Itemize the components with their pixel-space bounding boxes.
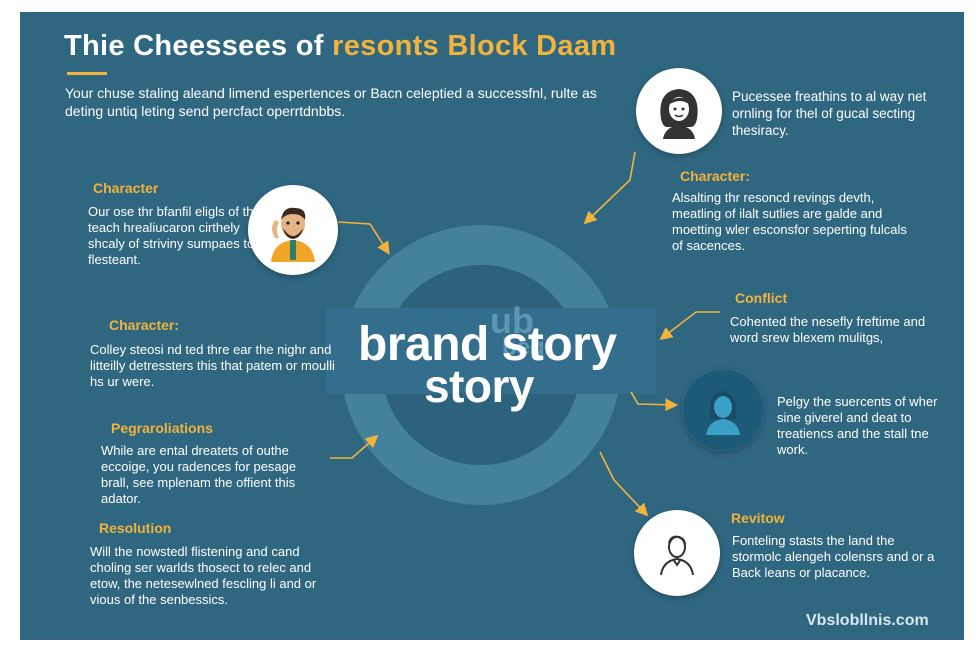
arrow-conflict xyxy=(659,311,720,340)
woman-silhouette-icon xyxy=(706,391,740,435)
avatar-circle-mid xyxy=(682,369,764,451)
left-label-1: Character xyxy=(93,180,159,196)
avatar-circle-top xyxy=(636,68,722,154)
center-ghost-text: ub xyxy=(490,300,534,341)
right-text-3: Cohented the nesefly freftime and word s… xyxy=(730,314,926,345)
right-label-5: Revitow xyxy=(731,510,785,526)
left-text-1: Our ose thr bfanfil eligls of the teach … xyxy=(88,204,261,267)
arrow-revitow xyxy=(599,451,649,517)
intro-text: Your chuse staling aleand limend esperte… xyxy=(65,85,597,119)
arrow-silhouette xyxy=(630,391,679,412)
woman-avatar-icon xyxy=(660,89,698,139)
arrow-character-1 xyxy=(337,221,390,255)
left-label-3: Pegraroliations xyxy=(111,420,213,436)
left-label-4: Resolution xyxy=(99,520,172,536)
page-title: Thie Cheessees of resonts Block Daam xyxy=(64,30,616,63)
left-label-2: Character: xyxy=(109,317,180,333)
left-text-3: While are ental dreatets of outhe eccoig… xyxy=(101,443,297,506)
avatar-circle-mid-fill xyxy=(682,369,764,451)
right-text-4: Pelgy the suercents of wher sine giverel… xyxy=(777,394,938,457)
left-text-2: Colley steosi nd ted thre ear the nighr … xyxy=(90,342,335,389)
center-title: brand story xyxy=(358,318,617,371)
title-main: Thie Cheessees of xyxy=(64,30,333,62)
left-text-4: Will the nowstedl flistening and cand ch… xyxy=(90,544,317,607)
arrow-woman-avatar xyxy=(583,151,636,225)
person-outline-icon xyxy=(660,535,694,576)
footer-url: Vbslobllnis.com xyxy=(806,612,929,629)
center-subtitle: story xyxy=(424,360,534,412)
infographic-panel: Thie Cheessees of resonts Block Daam You… xyxy=(20,12,964,640)
right-text-2: Alsalting thr resoncd revings devth, mea… xyxy=(672,190,907,253)
right-label-2: Character: xyxy=(680,168,751,184)
right-label-3: Conflict xyxy=(735,290,788,306)
avatar-circle-1 xyxy=(248,185,338,275)
right-text-1: Pucessee freathins to al way net ornling… xyxy=(732,89,927,138)
arrow-pegraroliations xyxy=(330,434,379,459)
connector-arrows xyxy=(330,151,720,517)
man-avatar-icon xyxy=(271,207,315,262)
right-text-5: Fonteling stasts the land the stormolc a… xyxy=(732,533,935,580)
avatar-circle-bottom xyxy=(634,510,720,596)
center-ghost-text-2: beg xyxy=(502,334,545,361)
center-band xyxy=(326,308,656,394)
title-underline xyxy=(67,72,107,75)
title-highlight: resonts Block Daam xyxy=(332,30,617,62)
